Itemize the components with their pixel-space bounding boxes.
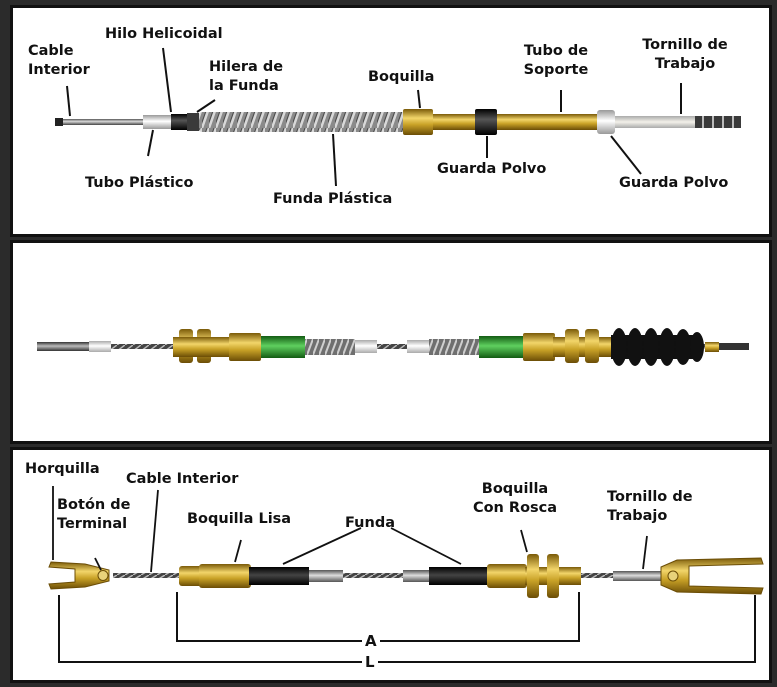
dust-guard-1 — [475, 109, 497, 135]
label-boton-de-terminal: Botón de Terminal — [57, 497, 131, 532]
cable-assembly-drawing — [37, 328, 749, 366]
label-hilera-de-la-funda: Hilera de la Funda — [209, 59, 284, 94]
plastic-sheath — [199, 112, 405, 132]
right-green-sleeve — [479, 336, 523, 358]
label-horquilla: Horquilla — [25, 461, 100, 477]
dimension-l-label: L — [362, 654, 378, 670]
left-green-sleeve — [261, 336, 305, 358]
panel-cable-components: Cable Interior Hilo Helicoidal Hilera de… — [10, 5, 772, 237]
panel-cable-dimensions: Horquilla Botón de Terminal Cable Interi… — [10, 447, 772, 683]
sheath-right — [429, 567, 489, 585]
nozzle — [403, 109, 433, 135]
left-coil — [305, 339, 355, 355]
dimension-lines — [58, 592, 756, 663]
right-coil — [429, 339, 479, 355]
label-tubo-de-soporte: Tubo de Soporte — [523, 43, 589, 78]
dim-inner-cable — [113, 573, 663, 578]
left-end-rod — [37, 342, 89, 351]
assembly-inner-cable — [37, 344, 749, 349]
label-boquilla-lisa: Boquilla Lisa — [187, 511, 292, 527]
label-cable-interior-3: Cable Interior — [126, 471, 239, 487]
left-nuts — [173, 329, 269, 363]
working-screw — [615, 116, 695, 128]
label-funda-plastica: Funda Plástica — [273, 191, 393, 207]
black-boot — [611, 328, 704, 366]
right-end-rod — [719, 343, 749, 350]
label-cable-interior: Cable Interior — [28, 43, 90, 78]
plastic-tube — [143, 115, 173, 129]
cable-dimensions-drawing — [48, 486, 764, 663]
panel-cable-assembly — [10, 240, 772, 444]
cable-components-drawing — [55, 47, 741, 187]
sheath-left — [249, 567, 309, 585]
dim-working-screw — [613, 571, 663, 581]
label-boquilla: Boquilla — [368, 69, 435, 85]
threaded-nozzle — [487, 554, 581, 598]
label-boquilla-con-rosca: Boquilla Con Rosca — [472, 481, 558, 516]
label-guarda-polvo-1: Guarda Polvo — [437, 161, 547, 177]
right-fork — [660, 557, 764, 595]
label-tornillo-de-trabajo: Tornillo de Trabajo — [642, 37, 728, 72]
label-tornillo-de-trabajo-3: Tornillo de Trabajo — [607, 489, 693, 524]
dimension-a-label: A — [362, 633, 380, 649]
label-guarda-polvo-2: Guarda Polvo — [619, 175, 729, 191]
helical-wire — [171, 114, 189, 130]
sheath-row — [187, 113, 199, 131]
support-tube — [497, 114, 597, 130]
label-tubo-plastico: Tubo Plástico — [85, 175, 194, 191]
label-funda: Funda — [345, 515, 395, 531]
right-nuts — [523, 329, 613, 363]
label-hilo-helicoidal: Hilo Helicoidal — [105, 26, 223, 42]
inner-cable — [55, 119, 155, 125]
dust-guard-2 — [597, 110, 615, 134]
